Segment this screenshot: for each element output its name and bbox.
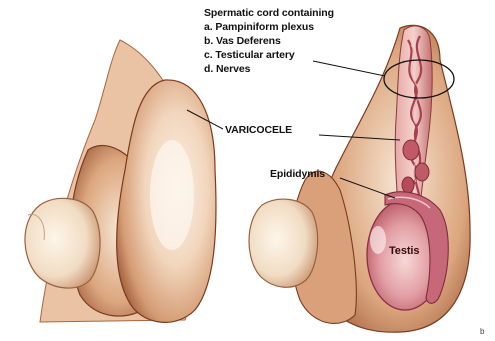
cord-item-label: d. Nerves: [204, 63, 250, 76]
right-penis: [249, 199, 318, 287]
cord-leader-line: [313, 61, 385, 76]
cord-item-label: b. Vas Deferens: [204, 35, 281, 48]
varicocele-label: VARICOCELE: [225, 124, 292, 136]
cord-item-label: c. Testicular artery: [204, 49, 295, 62]
left-penis: [25, 198, 100, 288]
cord-item-label: a. Pampiniform plexus: [204, 21, 314, 34]
cord-title-label: Spermatic cord containing: [204, 7, 334, 20]
corner-mark: b: [480, 327, 484, 336]
testis-label: Testis: [389, 245, 419, 257]
epididymis-label: Epididymis: [270, 168, 325, 180]
left-scrotum-figure: [25, 40, 216, 322]
